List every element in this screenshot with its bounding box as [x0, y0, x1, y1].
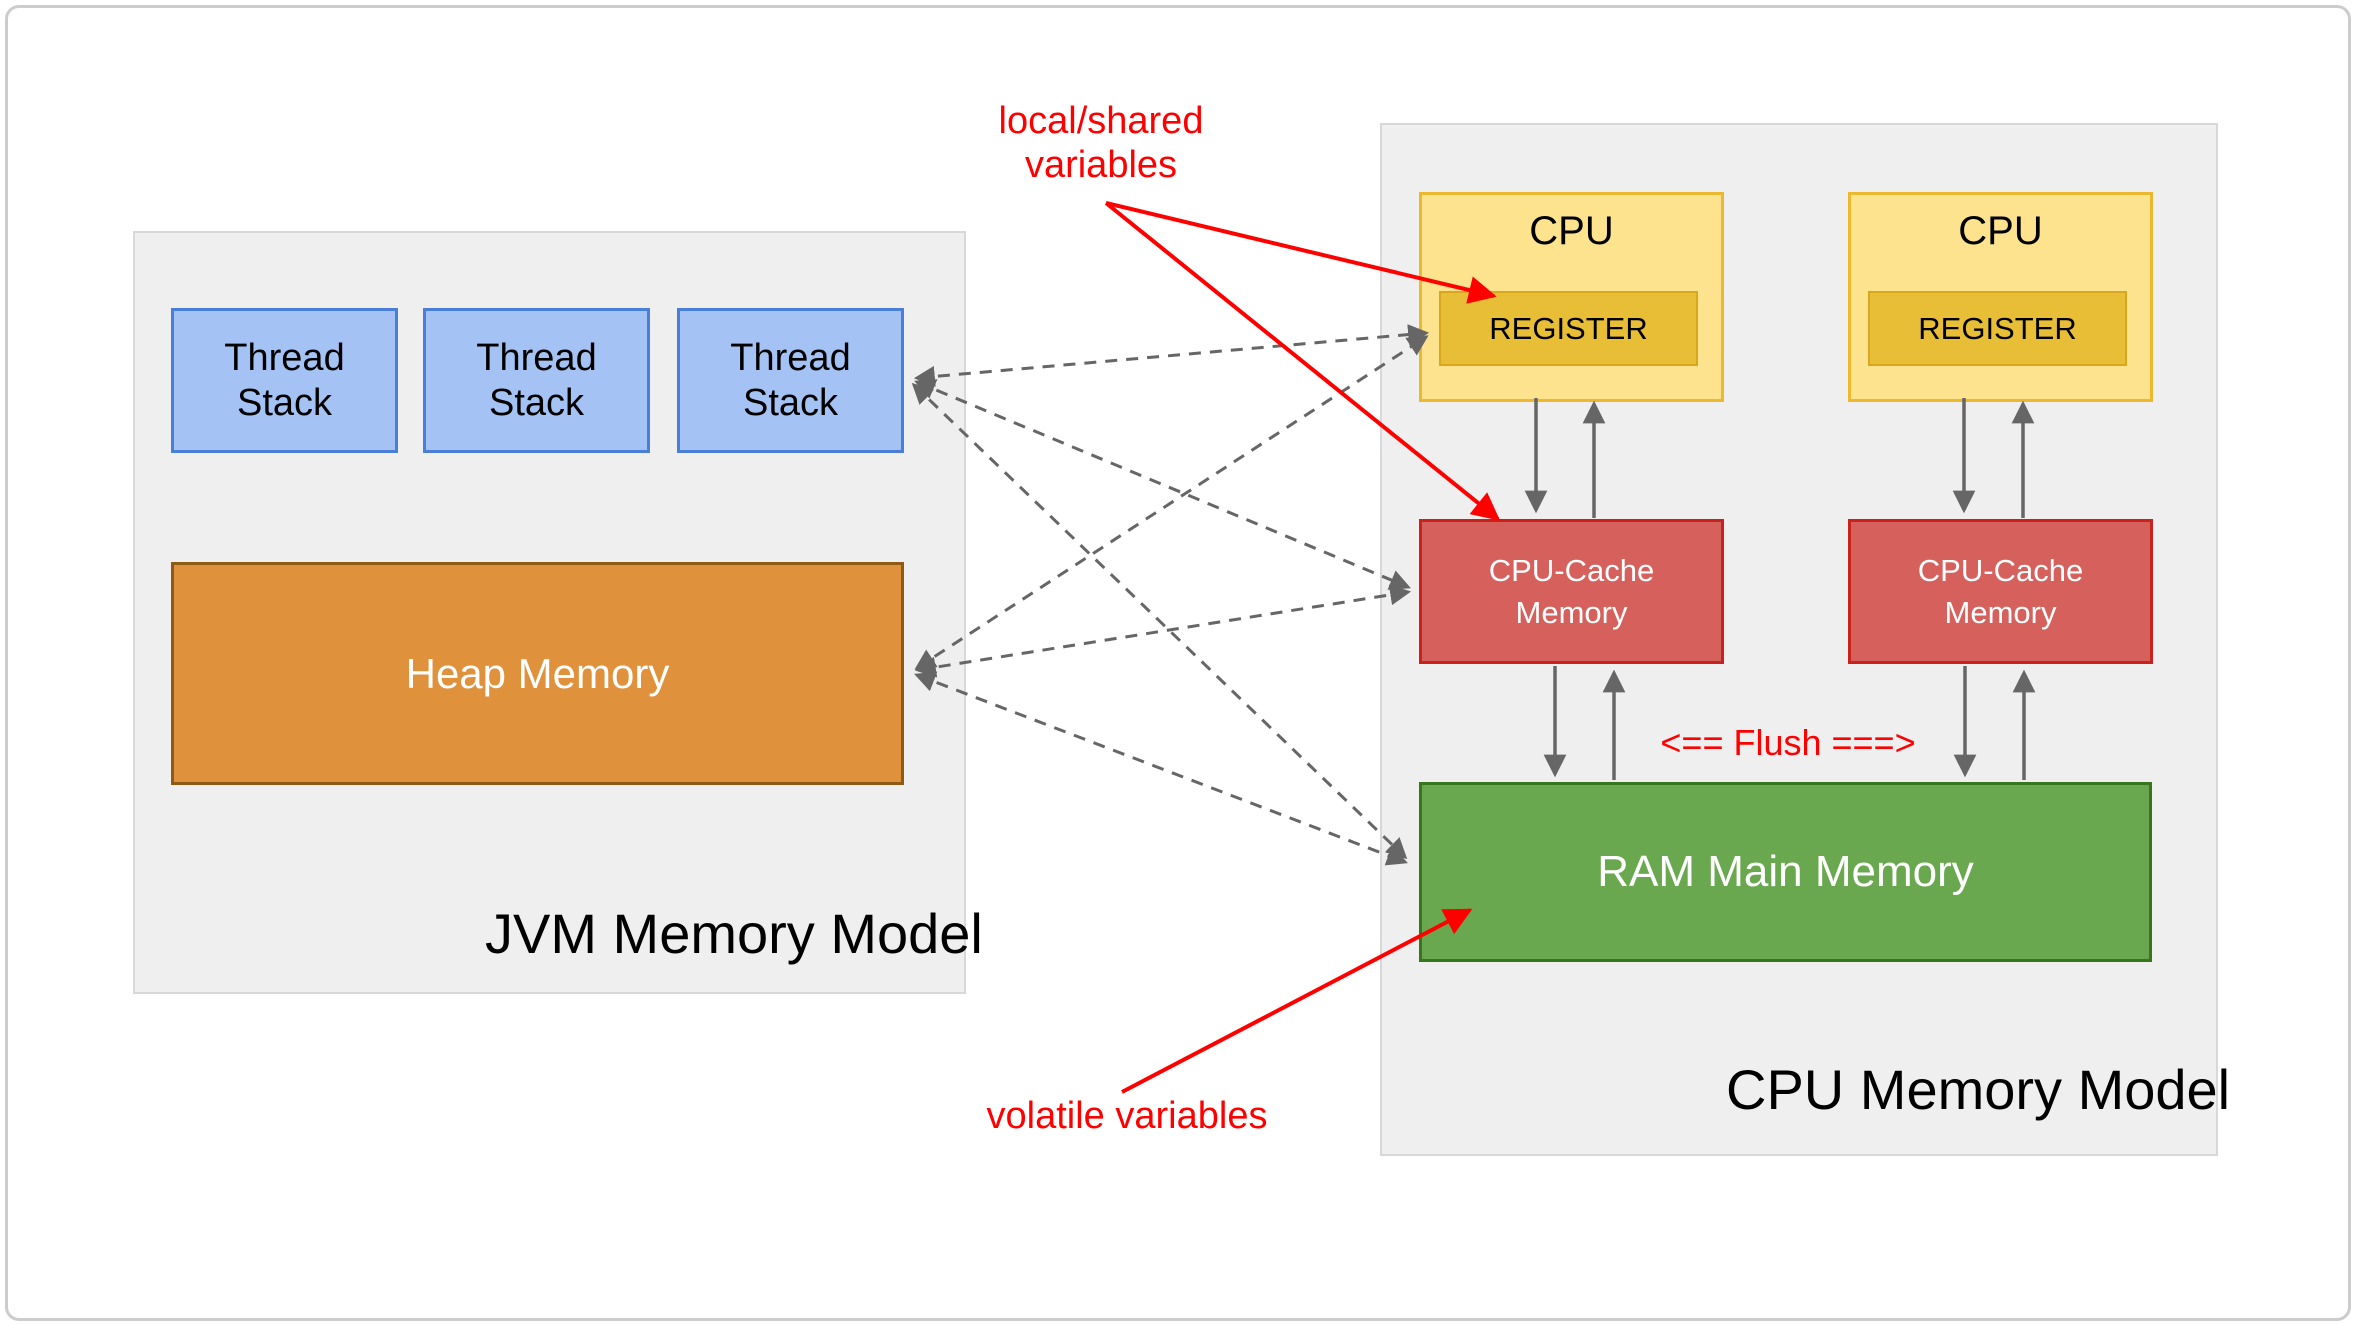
cpu-label: CPU — [1958, 209, 2043, 253]
dashed-arrow-threadstack-ram — [911, 382, 1408, 860]
cpu-box-1: CPU REGISTER — [1419, 192, 1724, 402]
volatile-variables-label: volatile variables — [986, 1095, 1268, 1137]
ram-main-memory-box: RAM Main Memory — [1419, 782, 2152, 962]
cpu-cache-label: CPU-Cache Memory — [1917, 552, 2084, 630]
thread-stack-box-1: Thread Stack — [171, 308, 398, 453]
cpu-label: CPU — [1529, 209, 1614, 253]
thread-stack-label: Thread Stack — [476, 336, 597, 424]
register-label: REGISTER — [1918, 310, 2077, 346]
dashed-arrow-heap-cache — [914, 584, 1412, 678]
ram-main-memory-label: RAM Main Memory — [1597, 847, 1974, 896]
cpu-cache-box-2: CPU-Cache Memory — [1848, 519, 2153, 664]
cpu-box-2: CPU REGISTER — [1848, 192, 2153, 402]
thread-stack-label: Thread Stack — [224, 336, 345, 424]
thread-stack-label: Thread Stack — [730, 336, 851, 424]
cpu-cache-label: CPU-Cache Memory — [1488, 552, 1655, 630]
register-label: REGISTER — [1489, 310, 1648, 346]
dashed-arrow-threadstack-register — [913, 324, 1430, 387]
thread-stack-box-3: Thread Stack — [677, 308, 904, 453]
local-shared-variables-label: local/shared variables — [998, 100, 1204, 186]
cpu-cache-box-1: CPU-Cache Memory — [1419, 519, 1724, 664]
thread-stack-box-2: Thread Stack — [423, 308, 650, 453]
cpu-panel-title: CPU Memory Model — [1726, 1058, 2231, 1121]
register-box-2: REGISTER — [1868, 291, 2127, 366]
dashed-arrow-heap-register — [914, 335, 1429, 670]
jvm-panel-title: JVM Memory Model — [485, 902, 983, 965]
register-box-1: REGISTER — [1439, 291, 1698, 366]
flush-label: <== Flush ===> — [1660, 722, 1916, 763]
heap-memory-label: Heap Memory — [405, 649, 670, 697]
heap-memory-box: Heap Memory — [171, 562, 904, 785]
dashed-arrow-heap-ram — [914, 671, 1408, 866]
dashed-arrow-threadstack-cache — [914, 379, 1411, 590]
